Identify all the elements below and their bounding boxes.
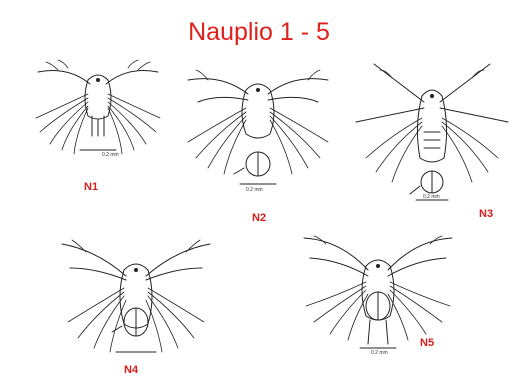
nauplius-n4-drawing [56,236,216,364]
nauplius-n1-drawing [28,58,168,168]
stage-label-n1: N1 [84,181,98,193]
stage-label-n4: N4 [124,364,138,376]
figure-title: Nauplio 1 - 5 [0,18,518,47]
scale-bar-label-n3: 0.2 mm [423,194,440,200]
scale-bar-label-n5: 0.2 mm [371,350,388,356]
scale-bar-label-n2: 0.2 mm [246,187,263,193]
nauplius-n2-drawing [178,64,338,194]
nauplius-n5-drawing [296,236,460,356]
stage-label-n3: N3 [479,208,493,220]
stage-label-n5: N5 [420,337,434,349]
scale-bar-label-n1: 0.2 mm [102,152,119,158]
stage-label-n2: N2 [252,212,266,224]
nauplius-n3-drawing [352,62,512,208]
